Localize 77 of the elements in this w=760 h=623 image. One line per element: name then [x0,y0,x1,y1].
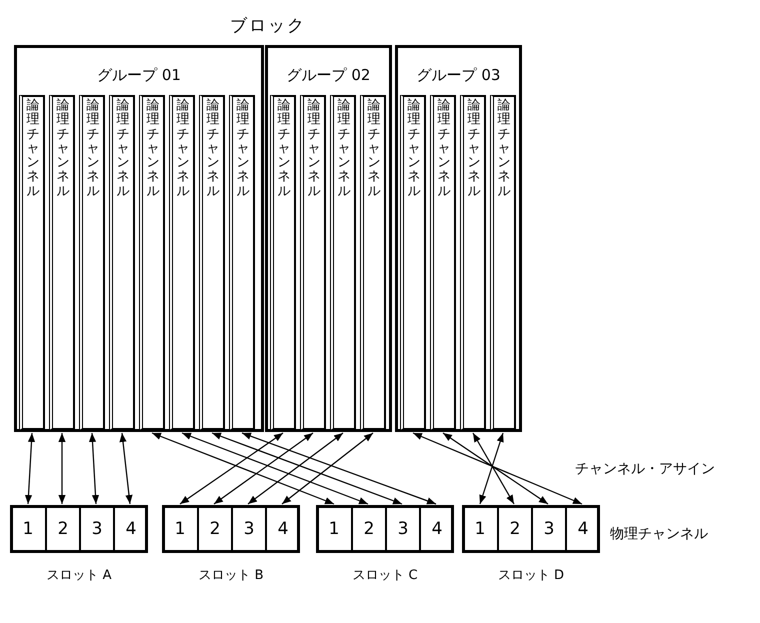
channel-box [79,95,105,430]
arrow [24,432,36,504]
group-heading: グループ 02 [286,66,372,85]
channel-number: 3 [544,519,554,539]
arrow [242,432,436,505]
channel-number: 2 [364,519,374,539]
channel-number: 2 [510,519,520,539]
channel-box [19,95,45,430]
arrow [248,432,344,504]
arrow [214,432,314,504]
channel-label: 論理チャンネル [206,99,220,201]
slot-label: スロット A [45,567,113,584]
arrow [180,432,284,504]
arrow [282,432,374,504]
channel-label: 論理チャンネル [468,99,480,201]
channel-number: 3 [398,519,408,539]
channel-box [169,95,195,430]
channel-number: 1 [22,519,34,539]
channel-number: 4 [578,519,588,539]
channel-box [49,95,75,430]
channel-number: 4 [126,519,136,539]
arrow [212,432,402,505]
channel-box [330,95,356,430]
channel-label: 論理チャンネル [308,99,320,201]
arrow [442,432,548,504]
arrow [88,432,100,504]
channel-label: 論理チャンネル [278,99,290,201]
group-heading: グループ 01 [96,66,182,85]
channel-number: 3 [244,519,254,539]
channel-box [300,95,326,430]
channel-box [360,95,386,430]
channel-number: 1 [328,519,340,539]
channel-number: 3 [92,519,102,539]
channel-box [139,95,165,430]
arrow [182,432,368,505]
channel-label: 論理チャンネル [146,99,160,201]
channel-label: 論理チャンネル [408,99,420,201]
channel-box [460,95,486,430]
channel-box [270,95,296,430]
group-box [395,45,522,432]
arrow [58,433,66,504]
channel-box [490,95,516,430]
channel-box [199,95,225,430]
channel-label: 論理チャンネル [236,99,250,201]
channel-number: 4 [278,519,288,539]
group-box [14,45,264,432]
channel-label: 論理チャンネル [86,99,100,201]
channel-box [400,95,426,430]
slot-label: スロット B [197,567,265,584]
channel-label: 論理チャンネル [26,99,40,201]
channel-box [109,95,135,430]
channel-box [229,95,255,430]
channel-number: 1 [474,519,486,539]
arrow [412,432,582,505]
annotation-label: 物理チャンネル [610,525,708,543]
channel-label: 論理チャンネル [368,99,380,201]
channel-number: 2 [210,519,220,539]
channel-label: 論理チャンネル [498,99,510,201]
channel-label: 論理チャンネル [176,99,190,201]
arrow [472,432,515,504]
channel-number: 4 [432,519,442,539]
annotation-label: チャンネル・アサイン [575,460,715,478]
group-heading: グループ 03 [416,66,502,85]
channel-box [430,95,456,430]
channel-label: 論理チャンネル [116,99,130,201]
arrow [152,432,334,505]
group-box [265,45,392,432]
channel-number: 2 [58,519,68,539]
slot-label: スロット C [351,567,419,584]
channel-label: 論理チャンネル [438,99,450,201]
arrow [119,432,133,504]
channel-label: 論理チャンネル [56,99,70,201]
diagram-title: ブロック [230,15,306,37]
slot-label: スロット D [496,567,566,584]
channel-label: 論理チャンネル [338,99,350,201]
arrow [479,432,504,504]
channel-number: 1 [174,519,186,539]
